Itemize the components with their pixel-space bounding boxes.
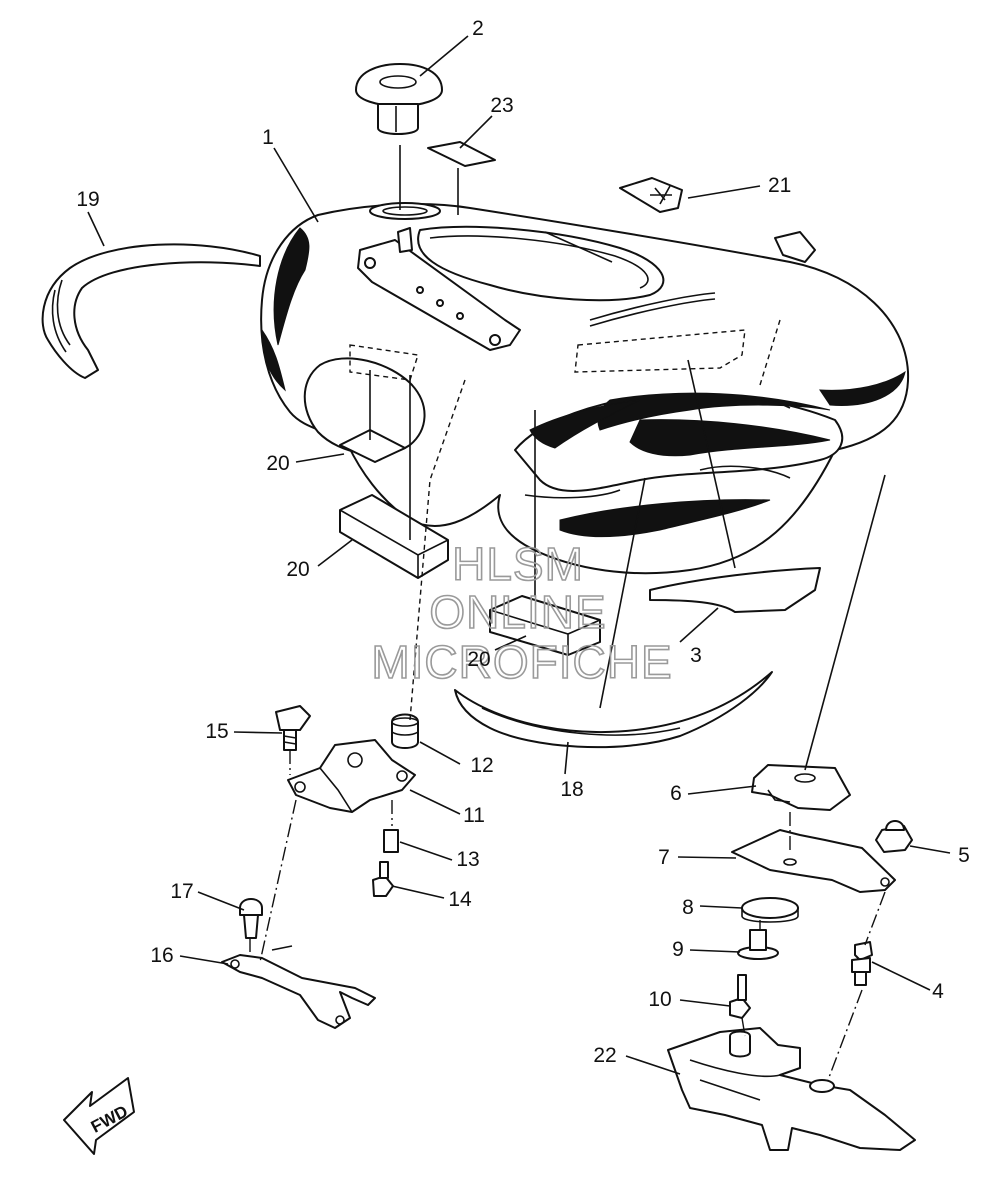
callout-14: 14	[448, 888, 472, 911]
collar-13	[383, 829, 399, 853]
plate-7	[731, 829, 896, 893]
assembly-lines	[249, 145, 886, 1081]
bolt-10	[729, 974, 751, 1019]
callout-22: 21	[768, 174, 791, 197]
holder-6	[751, 764, 851, 811]
callout-15: 15	[205, 720, 228, 743]
damper-20-right	[489, 595, 601, 656]
callout-9: 9	[672, 938, 684, 961]
trim-18	[454, 671, 773, 749]
callout-16: 16	[150, 944, 173, 967]
stay-16	[221, 945, 376, 1029]
watermark-line-2: ONLINE	[429, 586, 606, 638]
collar-9	[737, 929, 779, 960]
callout-20-left: 20	[286, 558, 309, 581]
bolt-14	[372, 861, 394, 897]
callout-13: 13	[456, 848, 479, 871]
fwd-arrow-icon: FWD	[63, 1077, 135, 1155]
callout-12: 12	[470, 754, 493, 777]
tank-mount-bracket	[357, 227, 521, 351]
leader-lines	[87, 35, 951, 1075]
callout-24: 23	[490, 94, 513, 117]
callout-18: 18	[560, 778, 583, 801]
callout-4: 4	[932, 980, 944, 1003]
callout-2: 2	[472, 17, 484, 40]
fuel-cap	[355, 63, 443, 135]
callout-11: 11	[463, 804, 485, 827]
bracket-11	[287, 739, 416, 813]
callout-labels: 2 23 1 19 21 20 20 20 3 18 15 12 11 13 1…	[76, 17, 970, 1067]
bolt-4	[851, 941, 873, 986]
callout-17: 17	[170, 880, 193, 903]
label-24	[427, 141, 496, 167]
bolt-15	[275, 705, 311, 751]
callout-3: 3	[690, 644, 702, 667]
washer-8	[741, 897, 799, 923]
callout-8: 8	[682, 896, 694, 919]
pad-21	[339, 429, 406, 463]
decal-3	[649, 567, 821, 613]
callout-21: 20	[266, 452, 289, 475]
callout-23: 22	[593, 1044, 616, 1067]
callout-20-right: 20	[467, 648, 490, 671]
callout-1: 1	[262, 126, 274, 149]
watermark-line-3: MICROFICHE	[371, 636, 672, 688]
callout-6: 6	[670, 782, 682, 805]
watermark-line-1: HLSM	[452, 538, 584, 590]
emblem-19	[41, 243, 261, 379]
callout-5: 5	[958, 844, 970, 867]
damper-20-left	[339, 494, 449, 579]
callout-10: 10	[648, 988, 671, 1011]
bolt-17	[239, 898, 263, 939]
callout-19: 19	[76, 188, 99, 211]
callout-7: 7	[658, 846, 670, 869]
watermark: HLSM ONLINE MICROFICHE	[371, 537, 673, 689]
fuel-tank	[260, 202, 910, 575]
stay-23	[667, 1027, 916, 1151]
grommet-12	[391, 713, 419, 749]
nut-5	[875, 820, 913, 853]
